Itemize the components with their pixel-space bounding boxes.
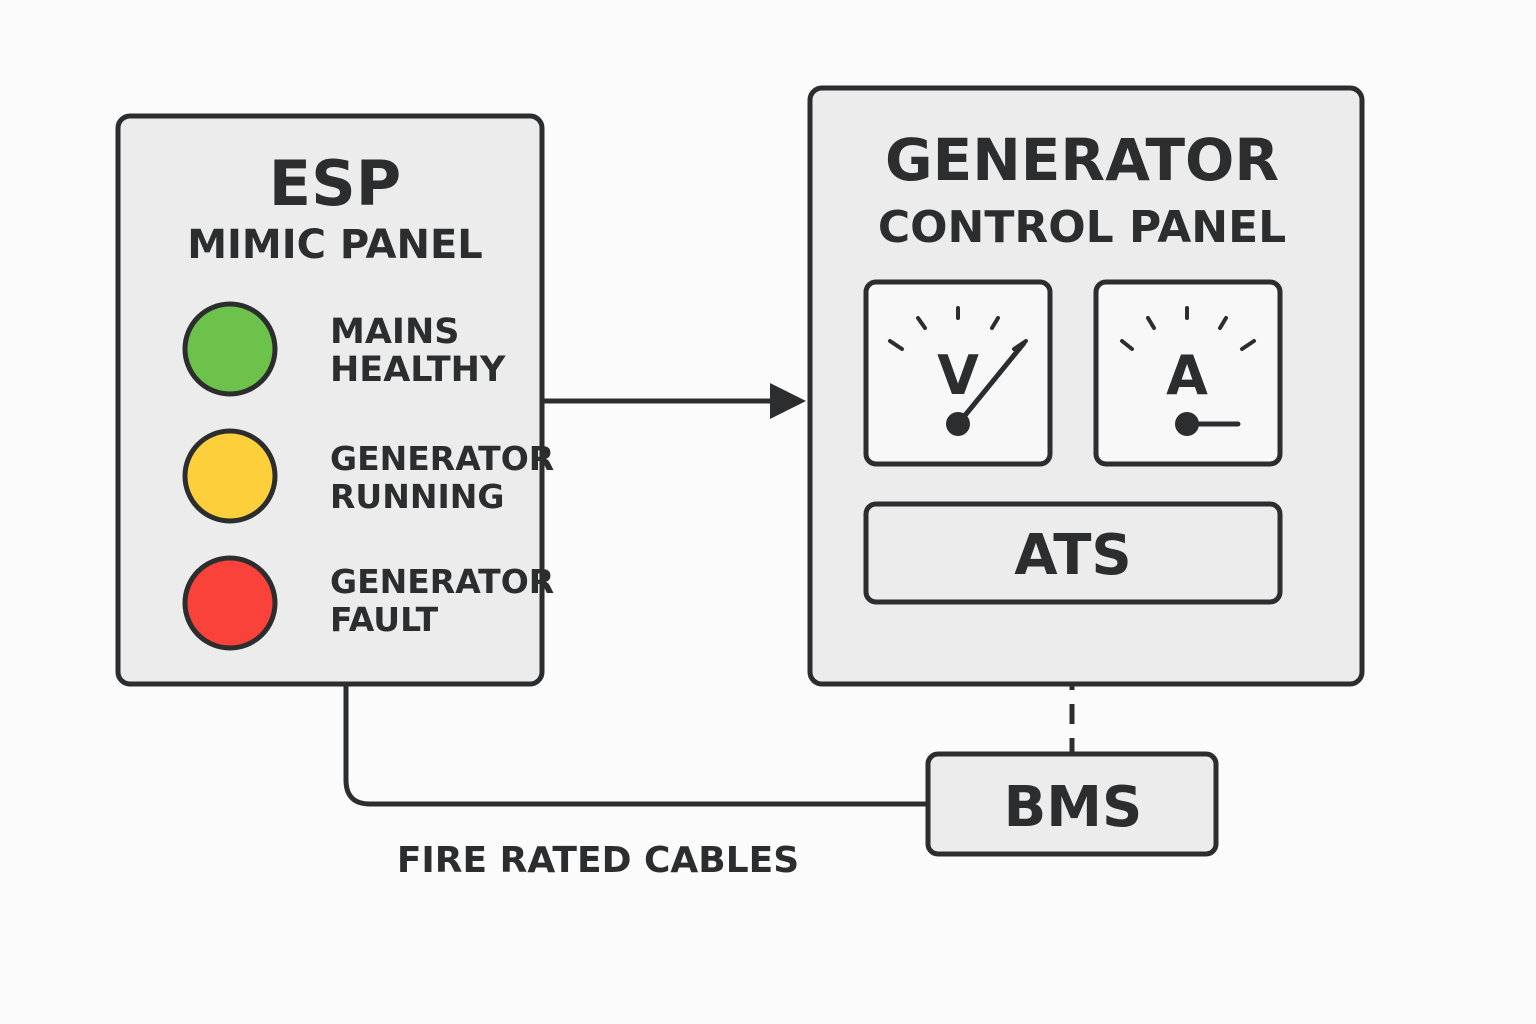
generator-control-panel: GENERATOR CONTROL PANEL V A <box>807 85 1365 687</box>
ammeter-symbol: A <box>1166 344 1208 407</box>
indicator-label-running: RUNNING <box>330 477 504 516</box>
fire-rated-cables-label: FIRE RATED CABLES <box>397 840 799 881</box>
fire-rated-cable-line <box>343 686 928 807</box>
indicator-label-mains: MAINS <box>330 312 459 352</box>
esp-subtitle: MIMIC PANEL <box>187 222 483 268</box>
generator-subtitle: CONTROL PANEL <box>878 202 1286 253</box>
esp-mimic-panel: ESP MIMIC PANEL MAINS HEALTHY GENERATOR … <box>115 113 554 687</box>
voltmeter-icon: V <box>863 279 1053 467</box>
bms-unit: BMS <box>925 751 1219 857</box>
indicator-label-fault: FAULT <box>330 600 439 639</box>
voltmeter-symbol: V <box>937 344 979 407</box>
indicator-label-generator-running-1: GENERATOR <box>330 439 554 478</box>
generator-running-lamp-icon <box>182 428 278 524</box>
ats-label: ATS <box>1014 523 1132 588</box>
esp-title: ESP <box>269 147 401 220</box>
bms-box <box>925 751 1219 857</box>
esp-panel-frame <box>115 113 545 687</box>
ammeter-icon: A <box>1093 279 1283 467</box>
generator-title: GENERATOR <box>885 126 1279 194</box>
mains-healthy-lamp-icon <box>182 301 278 397</box>
indicator-label-generator-fault-1: GENERATOR <box>330 562 554 601</box>
esp-to-generator-arrow <box>544 383 806 419</box>
ats-box <box>863 501 1283 605</box>
indicator-label-healthy: HEALTHY <box>330 350 506 390</box>
generator-fault-lamp-icon <box>182 555 278 651</box>
bms-label: BMS <box>1004 775 1143 840</box>
